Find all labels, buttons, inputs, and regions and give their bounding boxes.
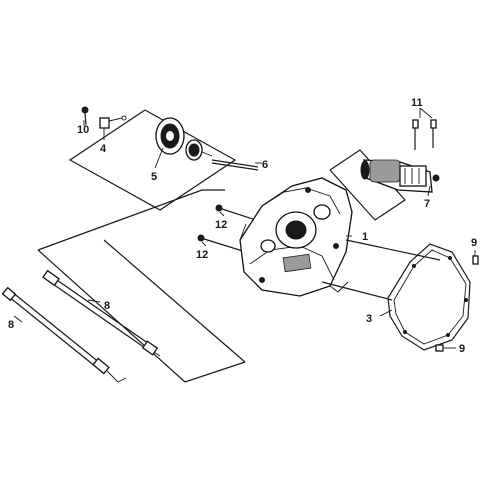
callout-12-lower: 12	[196, 249, 208, 261]
cable-left	[1, 286, 127, 383]
bolt-10	[81, 106, 89, 126]
callout-10: 10	[77, 124, 89, 136]
callout-1: 1	[362, 231, 368, 243]
callout-5: 5	[151, 171, 157, 183]
callout-4: 4	[100, 143, 107, 155]
callout-9-right: 9	[471, 237, 477, 249]
gear-5	[155, 117, 213, 161]
connector-lines	[321, 239, 441, 301]
cable-group-frame	[37, 189, 246, 383]
callout-12-upper: 12	[215, 219, 227, 231]
clip-4	[99, 115, 127, 129]
leader-lines	[13, 107, 476, 349]
callout-8-middle: 8	[104, 300, 110, 312]
bolts-11	[412, 119, 437, 150]
callout-labels: 1 3 4 5 6 7 8 8 9 9 10 11 12 12	[8, 97, 477, 355]
starter-frame	[329, 149, 406, 221]
callout-6: 6	[262, 159, 268, 171]
callout-9-bottom: 9	[459, 343, 465, 355]
callout-8-left: 8	[8, 319, 14, 331]
rod-6	[211, 159, 259, 171]
crankcase-1	[239, 177, 353, 297]
cable-middle	[42, 269, 161, 357]
gear-group-frame	[68, 109, 237, 211]
dowel-pins-9	[435, 255, 479, 352]
callout-7: 7	[424, 198, 430, 210]
gasket-3	[387, 243, 471, 351]
callout-11: 11	[411, 97, 423, 109]
starter-motor-7	[360, 159, 440, 193]
callout-3: 3	[366, 313, 372, 325]
